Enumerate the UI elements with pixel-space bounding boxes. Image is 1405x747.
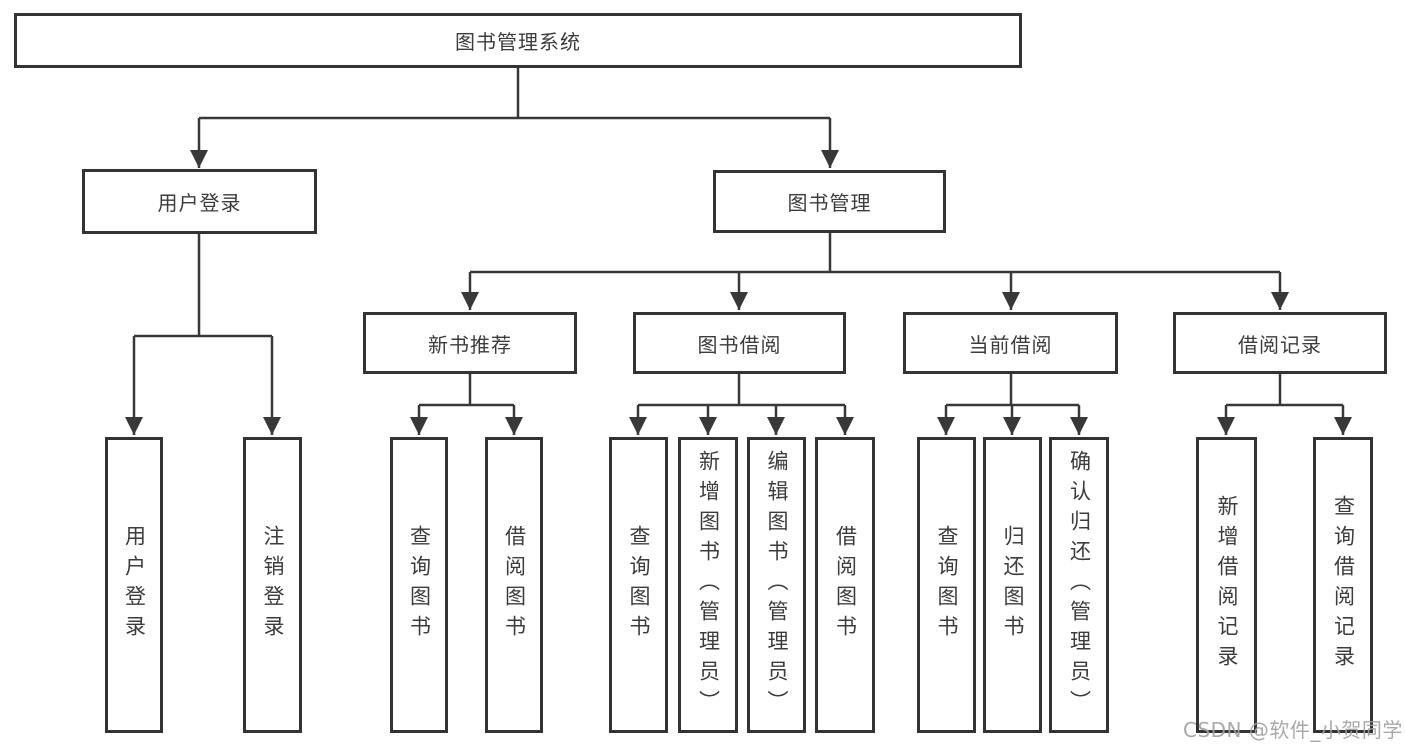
node-book-management: 图书管理 <box>713 170 946 233</box>
leaf-user-login: 用户登录 <box>105 437 163 733</box>
csdn-watermark: CSDN @软件_小贺同学 <box>1183 718 1403 742</box>
leaf-add-borrow-record: 新增借阅记录 <box>1196 437 1257 733</box>
node-borrowing-records: 借阅记录 <box>1173 312 1387 374</box>
node-current-borrowing: 当前借阅 <box>903 312 1118 374</box>
leaf-edit-book-admin: 编辑图书（管理员） <box>747 437 806 733</box>
leaf-return-books: 归还图书 <box>983 437 1042 733</box>
node-library-management-system: 图书管理系统 <box>14 13 1022 68</box>
leaf-query-books-current: 查询图书 <box>917 437 976 733</box>
node-user-login: 用户登录 <box>82 169 317 234</box>
node-book-borrowing: 图书借阅 <box>633 312 846 374</box>
leaf-borrow-books: 借阅图书 <box>815 437 875 733</box>
leaf-borrow-books-recommend: 借阅图书 <box>485 437 543 733</box>
node-new-book-recommendation: 新书推荐 <box>363 312 577 374</box>
leaf-query-borrow-record: 查询借阅记录 <box>1313 437 1373 733</box>
leaf-query-books-borrowing: 查询图书 <box>609 437 668 733</box>
leaf-add-book-admin: 新增图书（管理员） <box>678 437 738 733</box>
leaf-logout: 注销登录 <box>243 437 302 733</box>
leaf-query-books-recommend: 查询图书 <box>390 437 448 733</box>
leaf-confirm-return-admin: 确认归还（管理员） <box>1049 437 1109 733</box>
